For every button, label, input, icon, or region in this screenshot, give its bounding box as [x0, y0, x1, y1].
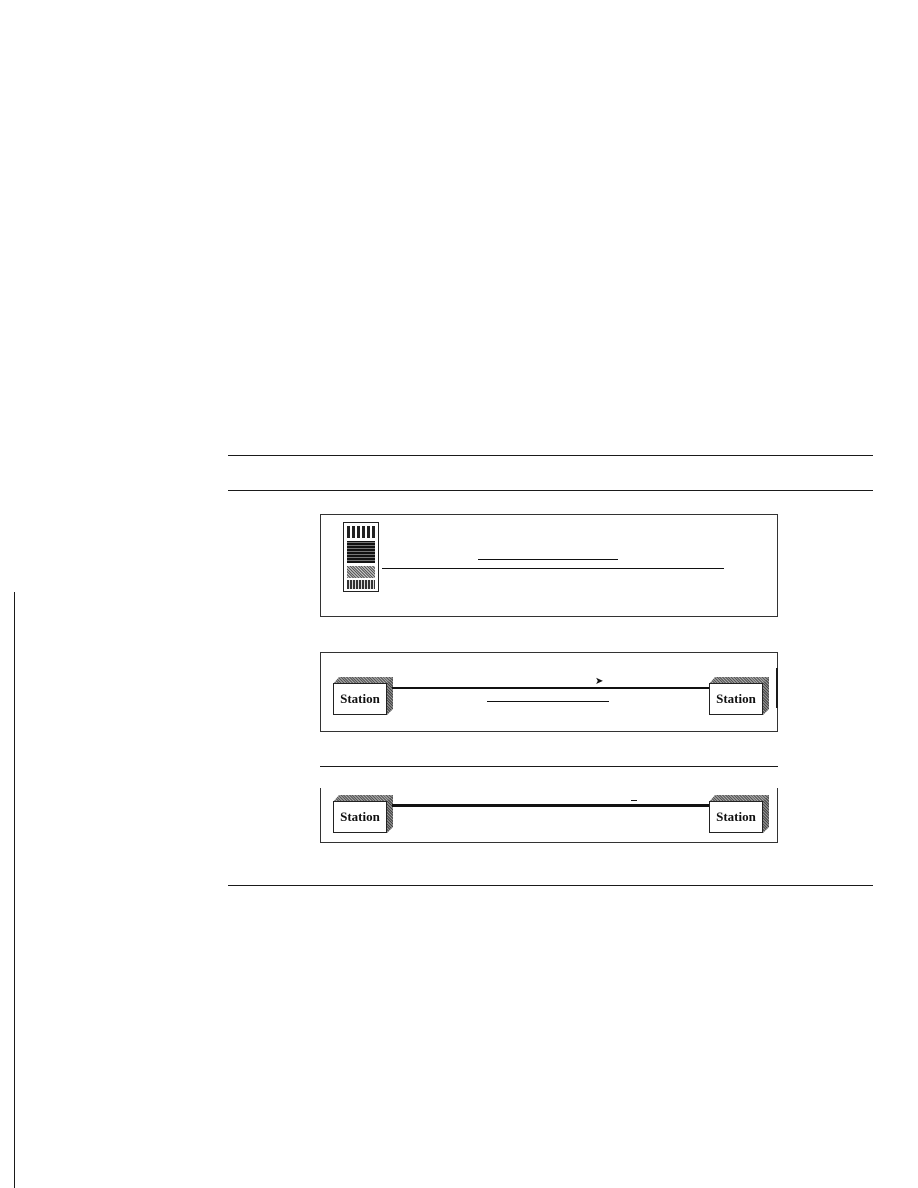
- direction-arrow-icon: ➤: [595, 676, 604, 687]
- dedicated-link-panel: [320, 788, 778, 843]
- server-link-label-underline: [478, 559, 618, 560]
- link-tick: [631, 800, 637, 801]
- top-rule: [228, 455, 873, 456]
- figure-top-rule: [228, 490, 873, 491]
- figure-bottom-rule: [228, 885, 873, 886]
- station-label: Station: [333, 683, 387, 715]
- station-left: Station: [333, 677, 393, 715]
- panel3-top-rule: [320, 766, 778, 767]
- station-label: Station: [333, 801, 387, 833]
- dedicated-link-line: [392, 804, 709, 807]
- station-right: Station: [709, 795, 769, 833]
- point-to-point-link: [392, 687, 709, 689]
- server-panel: [320, 514, 778, 617]
- point-to-point-underline: [487, 701, 609, 702]
- station-left: Station: [333, 795, 393, 833]
- panel-edge: [776, 668, 778, 708]
- station-label: Station: [709, 801, 763, 833]
- station-right: Station: [709, 677, 769, 715]
- station-label: Station: [709, 683, 763, 715]
- server-icon: [343, 522, 379, 592]
- margin-rule: [14, 592, 15, 1188]
- point-to-point-panel: [320, 652, 778, 732]
- server-link-line: [382, 568, 724, 569]
